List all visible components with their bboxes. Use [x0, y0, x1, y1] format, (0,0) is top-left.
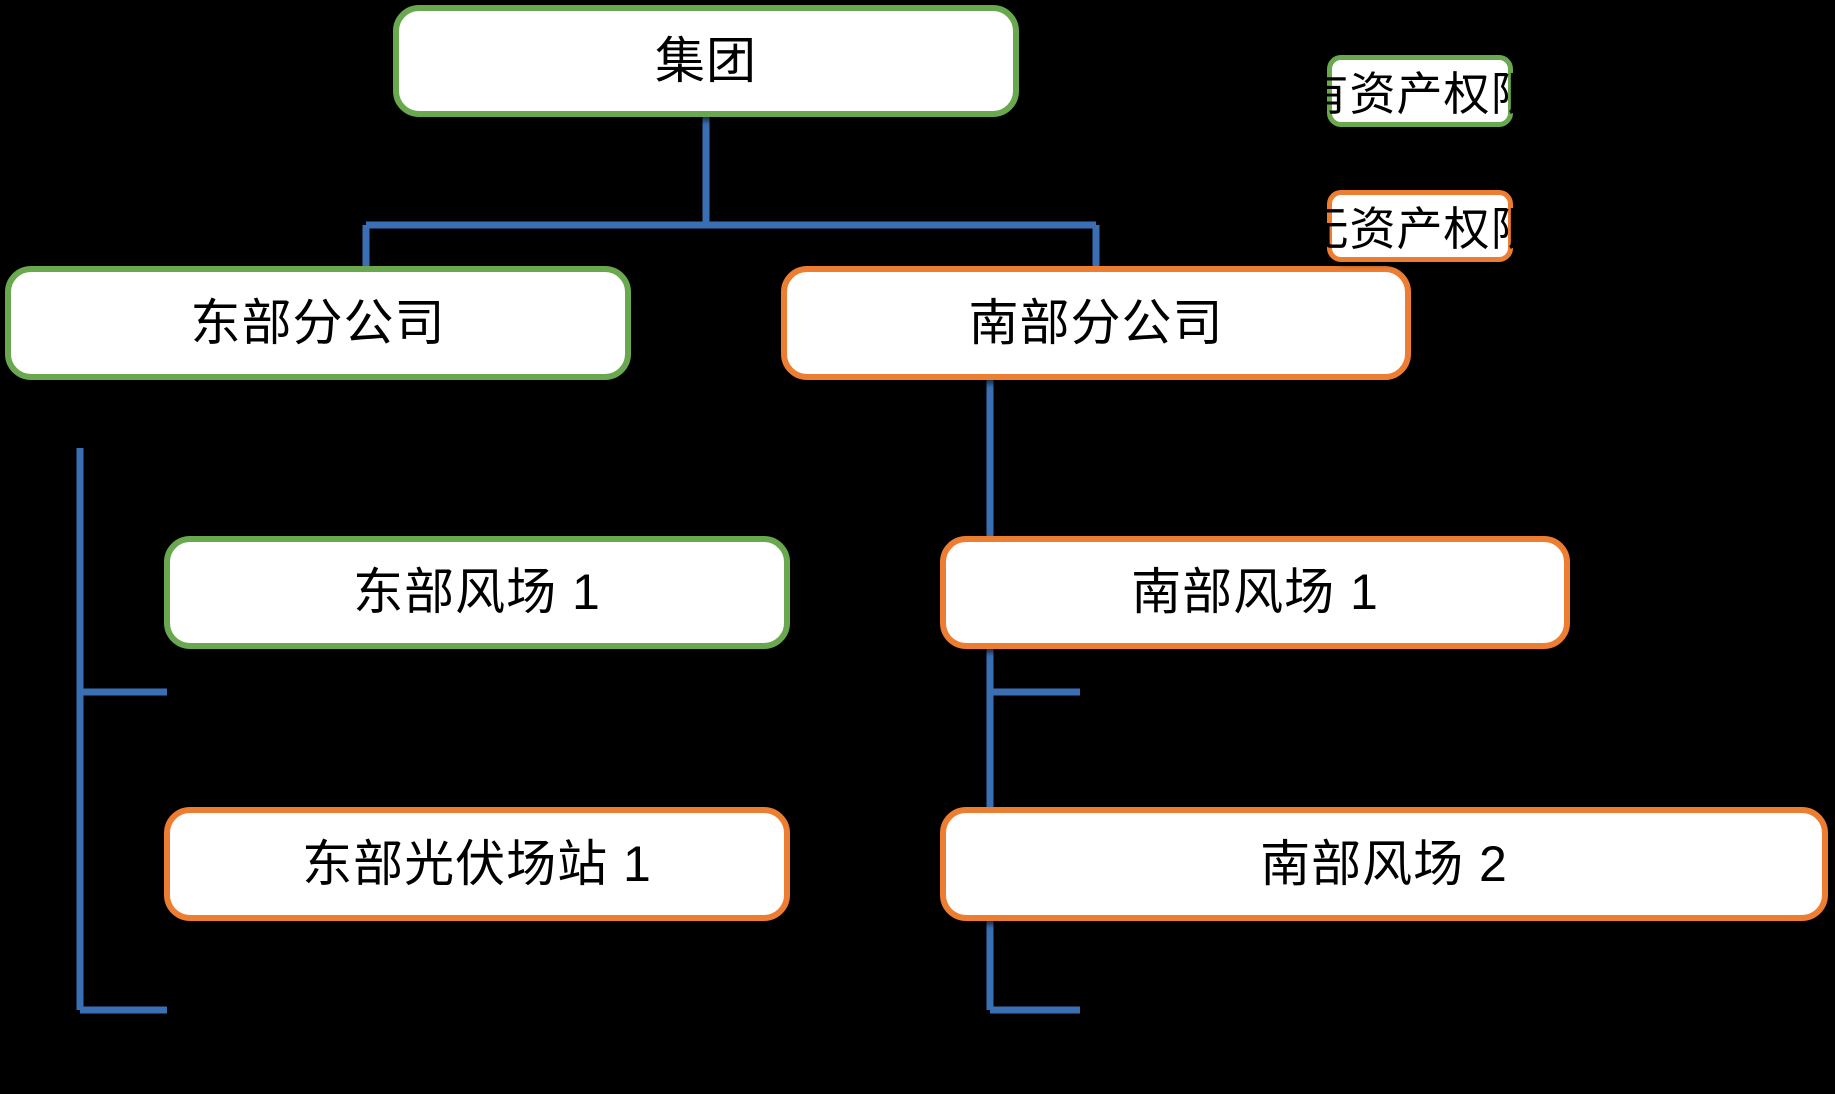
node-label-root: 集团	[655, 32, 757, 89]
node-label-east-branch: 东部分公司	[190, 294, 446, 351]
legend-label-has-permission: 有资产权限	[1302, 68, 1538, 120]
node-group-root[interactable]: 集团	[393, 5, 1019, 117]
node-east-branch[interactable]: 东部分公司	[5, 266, 631, 380]
node-east-wind-1[interactable]: 东部风场 1	[164, 536, 790, 649]
node-label-east-wind-1: 东部风场 1	[353, 564, 601, 620]
node-south-branch[interactable]: 南部分公司	[781, 266, 1411, 380]
node-south-wind-1[interactable]: 南部风场 1	[940, 536, 1570, 649]
node-south-wind-2[interactable]: 南部风场 2	[940, 807, 1828, 921]
legend-item-no-permission: 无资产权限	[1303, 190, 1537, 262]
legend-label-no-permission: 无资产权限	[1302, 203, 1538, 255]
node-label-east-solar-1: 东部光伏场站 1	[302, 835, 652, 892]
node-label-south-wind-2: 南部风场 2	[1260, 835, 1508, 892]
node-label-south-branch: 南部分公司	[968, 294, 1224, 351]
legend-item-has-permission: 有资产权限	[1303, 55, 1537, 127]
node-east-solar-1[interactable]: 东部光伏场站 1	[164, 807, 790, 921]
node-label-south-wind-1: 南部风场 1	[1131, 564, 1379, 620]
